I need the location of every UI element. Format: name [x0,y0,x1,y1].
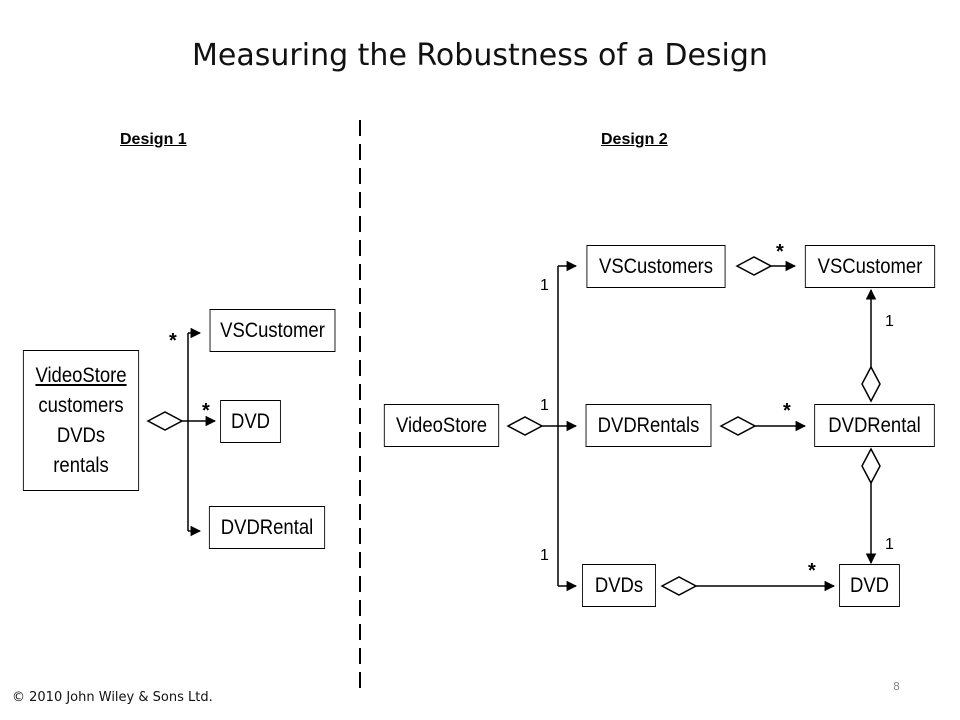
aggregation-diamond [735,256,773,276]
multiplicity-label: 1 [540,277,549,294]
class-dvds: DVDs [582,564,656,607]
aggregation-diamond [506,416,544,436]
multiplicity-label: 1 [540,397,549,414]
class-dvdrental-1: DVDRental [208,506,326,549]
class-vscustomer-2: VSCustomer [804,245,936,288]
class-dvd-2: DVD [839,564,900,607]
multiplicity-label: * [776,241,784,263]
class-dvdrentals: DVDRentals [585,404,712,447]
class-videostore-2: VideoStore [383,404,500,447]
attribute: customers [38,393,124,417]
class-vscustomer-1: VSCustomer [209,309,336,352]
aggregation-diamond [146,411,184,431]
aggregation-diamond [861,447,881,485]
copyright-footer: © 2010 John Wiley & Sons Ltd. [12,690,213,705]
multiplicity-label: 1 [885,313,894,330]
class-name: VideoStore [35,363,127,387]
attribute: rentals [53,453,109,477]
design2-label: Design 2 [601,131,668,148]
page-number: 8 [893,680,900,693]
design1-label: Design 1 [120,131,187,148]
multiplicity-label: * [202,400,210,422]
multiplicity-label: * [169,330,177,352]
class-dvd-1: DVD [220,400,281,443]
multiplicity-label: * [808,560,816,582]
slide-title: Measuring the Robustness of a Design [192,38,768,73]
multiplicity-label: 1 [540,547,549,564]
attribute: DVDs [56,423,106,447]
multiplicity-label: * [783,400,791,422]
class-videostore-1: VideoStore customers DVDs rentals [22,350,140,491]
aggregation-diamond [660,576,698,596]
class-dvdrental-2: DVDRental [814,404,935,447]
aggregation-diamond [861,365,881,403]
class-vscustomers: VSCustomers [586,245,726,288]
aggregation-diamond [719,416,757,436]
multiplicity-label: 1 [885,536,894,553]
